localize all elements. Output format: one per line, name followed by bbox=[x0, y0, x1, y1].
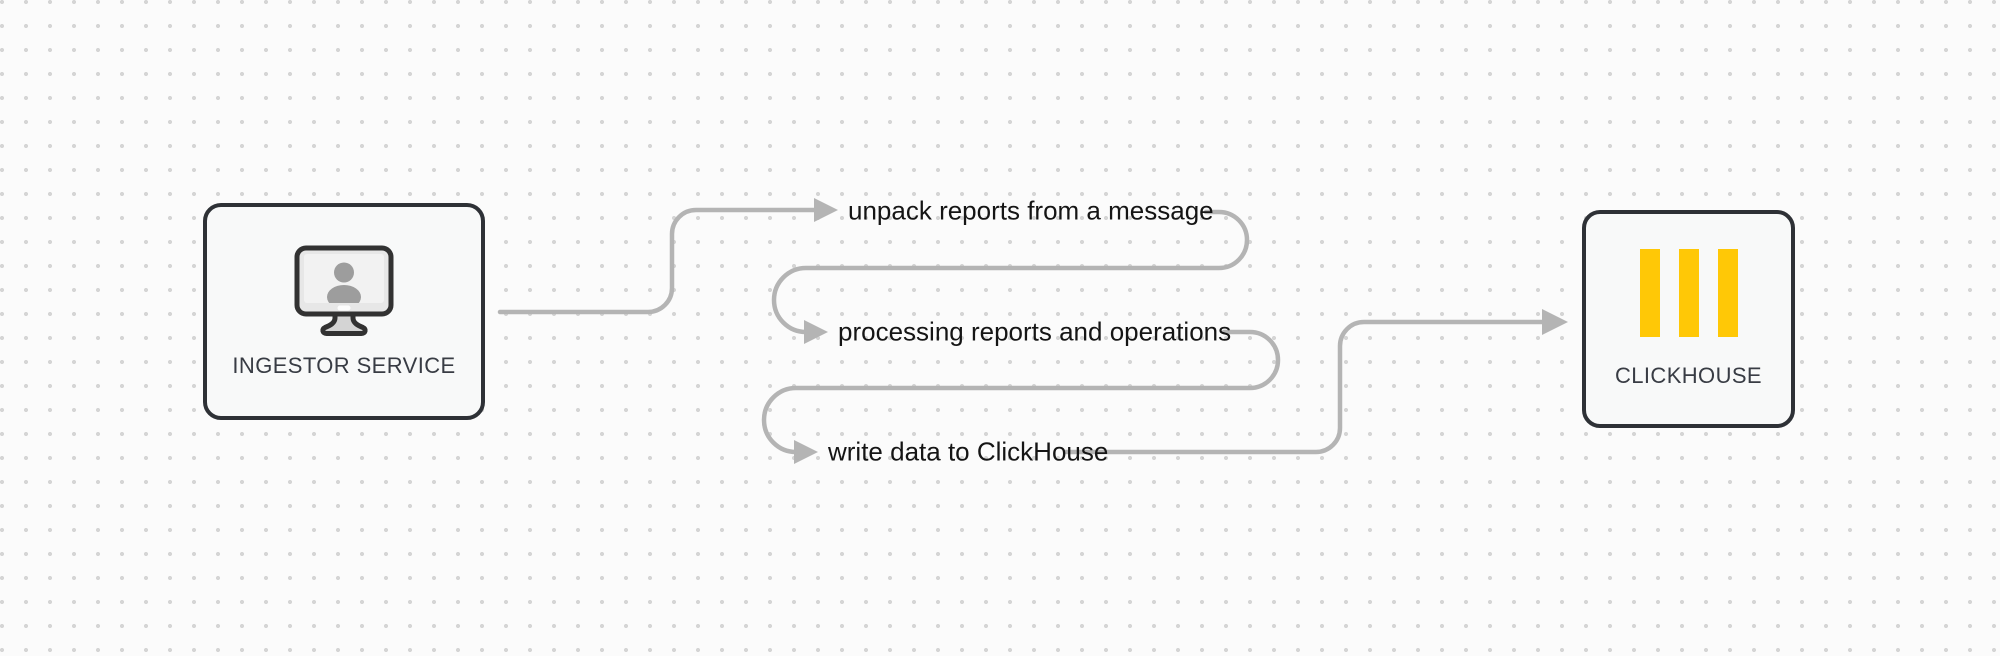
clickhouse-bar bbox=[1678, 249, 1699, 337]
connector-ingestor-to-step1 bbox=[497, 207, 817, 315]
user-silhouette-icon bbox=[327, 262, 361, 303]
clickhouse-bars-icon bbox=[1639, 249, 1738, 337]
step-label-unpack-reports: unpack reports from a message bbox=[848, 195, 1214, 226]
clickhouse-bar bbox=[1639, 249, 1660, 337]
ingestor-service-node[interactable]: INGESTOR SERVICE bbox=[203, 203, 485, 420]
connector-step3-to-clickhouse bbox=[1063, 319, 1545, 455]
step-label-write-data: write data to ClickHouse bbox=[828, 436, 1109, 467]
arrowhead-icon-4 bbox=[1542, 309, 1568, 335]
monitor-button bbox=[337, 305, 351, 310]
step-label-processing-reports: processing reports and operations bbox=[838, 316, 1232, 347]
arrowhead-icon-3 bbox=[794, 440, 818, 464]
connector-step2-to-step3 bbox=[761, 329, 1281, 455]
clickhouse-node[interactable]: CLICKHOUSE bbox=[1582, 210, 1795, 428]
connector-step1-to-step2 bbox=[771, 209, 1250, 335]
arrowhead-icon-1 bbox=[814, 198, 838, 222]
clickhouse-bar bbox=[1717, 249, 1738, 337]
ingestor-node-label: INGESTOR SERVICE bbox=[232, 352, 456, 378]
clickhouse-node-label: CLICKHOUSE bbox=[1614, 363, 1763, 388]
monitor-user-icon bbox=[294, 245, 394, 336]
monitor-stand bbox=[320, 308, 368, 336]
arrowhead-icon-2 bbox=[804, 320, 828, 344]
